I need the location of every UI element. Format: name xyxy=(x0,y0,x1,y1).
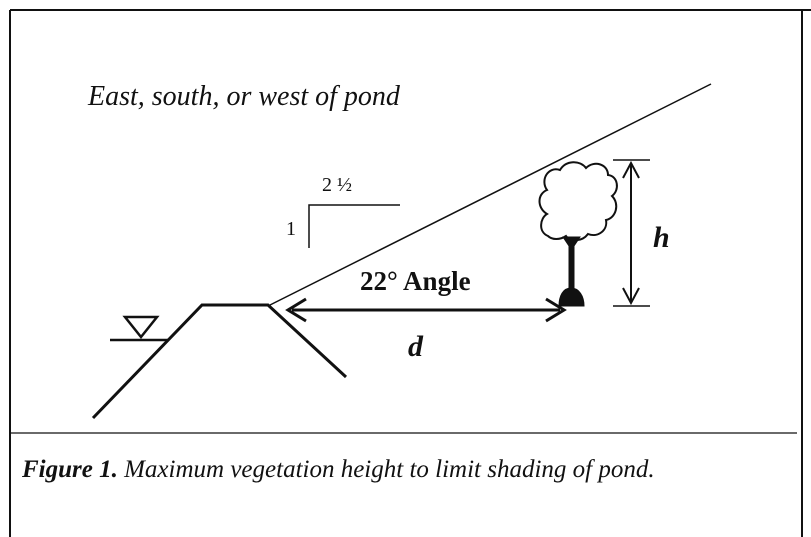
location-note: East, south, or west of pond xyxy=(87,81,401,112)
shade-angle-line xyxy=(269,83,712,306)
slope-run-label: 2 ½ xyxy=(322,174,352,196)
water-level-icon xyxy=(110,315,168,342)
slope-rise-label: 1 xyxy=(286,218,296,240)
figure-caption: Figure 1. Maximum vegetation height to l… xyxy=(22,456,802,484)
embankment-profile xyxy=(91,303,348,420)
height-dimension xyxy=(613,159,650,307)
angle-label: 22° Angle xyxy=(360,266,471,296)
caption-label: Figure 1. xyxy=(22,456,118,483)
height-label: h xyxy=(653,221,670,254)
distance-label: d xyxy=(408,330,424,363)
tree-icon xyxy=(538,161,618,307)
slope-indicator xyxy=(308,204,400,248)
distance-arrow xyxy=(285,297,567,323)
caption-text: Maximum vegetation height to limit shadi… xyxy=(117,456,655,483)
